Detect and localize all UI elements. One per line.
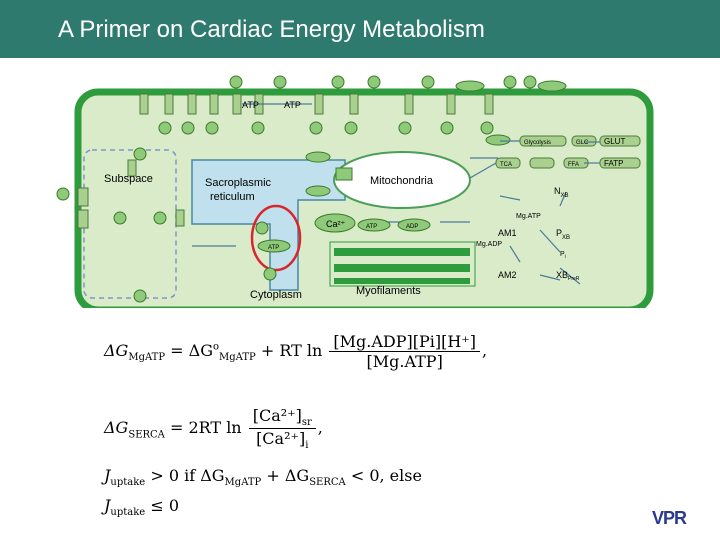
eq1-comma: , bbox=[481, 341, 488, 360]
label-glycolysis: Glycolysis bbox=[524, 140, 551, 146]
label-pi: Pi bbox=[560, 251, 566, 260]
label-glut: GLUT bbox=[604, 137, 625, 146]
eq1-denominator: [Mg.ATP] bbox=[329, 351, 480, 371]
label-xbpre: XBPreR bbox=[556, 270, 580, 282]
eq1-dg: ΔG bbox=[104, 341, 129, 360]
eq2-sub: SERCA bbox=[128, 429, 165, 441]
label-ffa: FFA bbox=[568, 162, 579, 168]
eq2-dg: ΔG bbox=[104, 418, 129, 438]
label-am2: AM2 bbox=[498, 270, 517, 280]
label-sr-2: reticulum bbox=[210, 191, 255, 203]
label-nxb: NXB bbox=[554, 186, 569, 199]
eq1-numerator: [Mg.ADP][Pi][H⁺] bbox=[333, 332, 476, 351]
label-ca: Ca²⁺ bbox=[326, 219, 346, 229]
equation-j-uptake-2: Juptake ≤ 0 bbox=[104, 496, 179, 518]
label-atp-2: ATP bbox=[284, 100, 301, 110]
label-glc: GLC bbox=[576, 140, 589, 146]
label-atp-1: ATP bbox=[242, 100, 259, 110]
eq1-zero: o bbox=[212, 341, 220, 353]
eq1-eq: = ΔG bbox=[165, 341, 213, 360]
eq3-j: J bbox=[104, 466, 111, 485]
label-pxb: PXB bbox=[556, 228, 570, 241]
eq2-denominator: [Ca²⁺]i bbox=[248, 428, 316, 451]
eq3-sub3: SERCA bbox=[309, 477, 346, 489]
label-mgadp: Mg.ADP bbox=[476, 241, 502, 248]
eq2-numerator: [Ca²⁺]sr bbox=[252, 406, 312, 429]
equation-dg-serca: ΔGSERCA = 2RT ln [Ca²⁺]sr[Ca²⁺]i, bbox=[104, 406, 323, 451]
equation-j-uptake-1: Juptake > 0 if ΔGMgATP + ΔGSERCA < 0, el… bbox=[104, 466, 422, 488]
label-mitochondria: Mitochondria bbox=[370, 175, 434, 187]
equation-dg-mgatp: ΔGMgATP = ΔGoMgATP + RT ln [Mg.ADP][Pi][… bbox=[104, 332, 487, 371]
label-atp-m: ATP bbox=[366, 224, 377, 230]
cell-diagram: ATP ATP Subspace Sacroplasmic reticulum … bbox=[56, 75, 654, 308]
eq1-rt: + RT ln bbox=[255, 341, 323, 360]
eq4-le: ≤ 0 bbox=[145, 496, 179, 515]
serca-ring bbox=[250, 204, 302, 272]
eq3-tail: < 0, else bbox=[345, 466, 422, 485]
label-fatp: FATP bbox=[604, 159, 623, 168]
label-mgatp: Mg.ATP bbox=[516, 213, 541, 220]
myofilament-box bbox=[329, 241, 476, 287]
eq3-plus: + ΔG bbox=[261, 466, 310, 485]
thick-filament-1 bbox=[334, 248, 470, 256]
eq3-sub: uptake bbox=[110, 477, 146, 489]
label-cytoplasm: Cytoplasm bbox=[250, 289, 302, 301]
label-myofilaments: Myofilaments bbox=[356, 285, 421, 297]
eq1-sub2: MgATP bbox=[219, 352, 256, 364]
eq1-fraction: [Mg.ADP][Pi][H⁺][Mg.ATP] bbox=[329, 332, 480, 371]
label-atp-sr: ATP bbox=[268, 245, 279, 251]
eq2-comma: , bbox=[317, 418, 323, 438]
eq1-sub: MgATP bbox=[128, 352, 166, 364]
label-adp-m: ADP bbox=[406, 224, 418, 230]
thick-filament-3 bbox=[334, 278, 470, 284]
title-bar bbox=[0, 0, 720, 58]
slide-title: A Primer on Cardiac Energy Metabolism bbox=[58, 16, 485, 43]
label-tca: TCA bbox=[500, 162, 512, 168]
mitochondria bbox=[333, 151, 471, 209]
eq2-fraction: [Ca²⁺]sr[Ca²⁺]i bbox=[248, 406, 316, 451]
eq3-cond: > 0 if ΔG bbox=[145, 466, 225, 485]
label-am1: AM1 bbox=[498, 228, 517, 238]
eq2-eq: = 2RT ln bbox=[164, 418, 242, 438]
vpr-logo: VPR bbox=[652, 508, 687, 528]
eq4-j: J bbox=[104, 496, 111, 515]
thick-filament-2 bbox=[334, 264, 470, 272]
eq4-sub: uptake bbox=[110, 507, 146, 519]
label-sr: Sacroplasmic bbox=[205, 177, 272, 189]
eq3-sub2: MgATP bbox=[224, 477, 262, 489]
label-subspace: Subspace bbox=[104, 173, 153, 185]
